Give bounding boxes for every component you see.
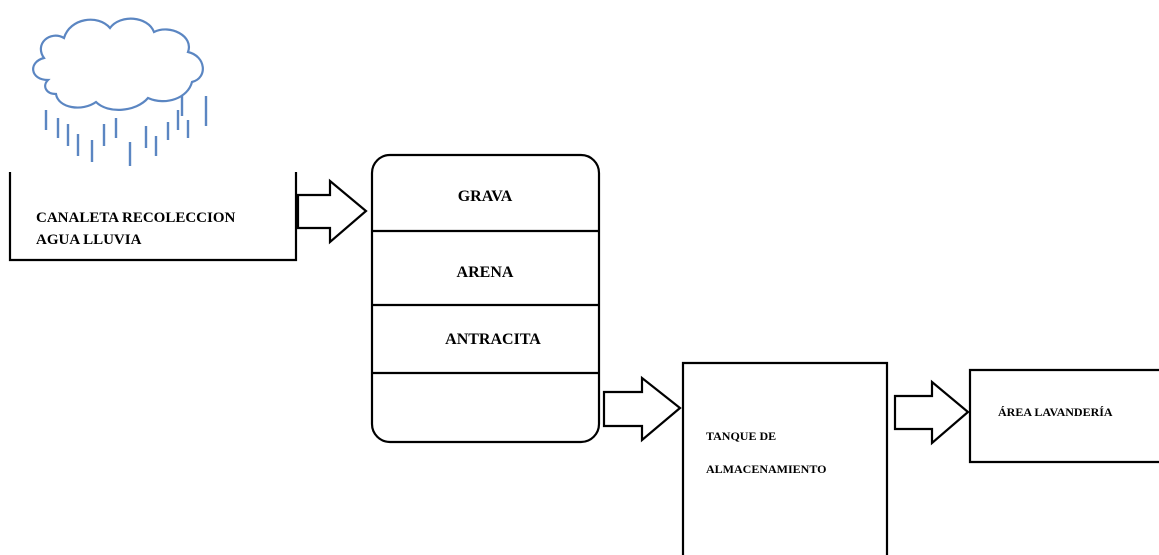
rain-cloud-icon [32,17,208,166]
arrow-filter-to-tank [602,375,682,443]
storage-tank: TANQUE DE ALMACENAMIENTO [681,361,889,555]
filter-layer-arena: ARENA [457,264,514,281]
rain-drops [44,96,208,166]
cloud-icon [32,17,204,111]
source-box-outline [8,172,298,262]
tank-label-line1: TANQUE DE [706,429,776,443]
filter-outline [370,153,601,444]
arrow-source-to-filter [296,178,368,245]
filter-column: GRAVA ARENA ANTRACITA [370,153,601,444]
destination-outline [968,368,1159,464]
filter-layer-grava: GRAVA [458,188,513,205]
destination-box: ÁREA LAVANDERÍA [968,368,1159,464]
source-label-line1: CANALETA RECOLECCION [36,210,236,226]
destination-label: ÁREA LAVANDERÍA [998,405,1113,419]
tank-outline [681,361,889,555]
source-label-line2: AGUA LLUVIA [36,232,142,248]
filter-layer-antracita: ANTRACITA [445,331,541,348]
tank-label-line2: ALMACENAMIENTO [706,462,826,476]
source-box: CANALETA RECOLECCION AGUA LLUVIA [8,172,298,262]
arrow-tank-to-destination [893,379,970,446]
